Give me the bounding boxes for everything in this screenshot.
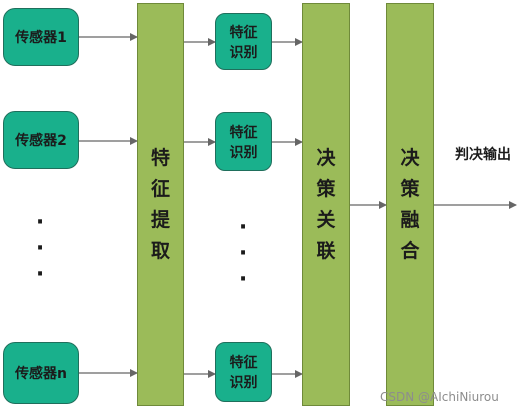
decision-fusion-label: 决 策 融 合 <box>400 146 420 262</box>
decision-association-block: 决 策 关 联 <box>302 3 350 406</box>
feature-recognition-2-node: 特征 识别 <box>215 112 272 171</box>
sensor-1-node: 传感器1 <box>3 8 79 66</box>
feature-extraction-label: 特 征 提 取 <box>150 146 170 262</box>
watermark: CSDN @AIchiNiurou <box>380 390 499 404</box>
feature-recognition-1-label: 特征 识别 <box>229 24 258 61</box>
output-label: 判决输出 <box>455 147 511 163</box>
recognition-ellipsis: · · · <box>238 215 248 292</box>
decision-fusion-block: 决 策 融 合 <box>386 3 434 406</box>
feature-recognition-n-label: 特征 识别 <box>229 355 258 391</box>
sensor-n-label: 传感器n <box>15 366 67 382</box>
sensor-ellipsis: · · · <box>35 210 45 287</box>
feature-recognition-2-label: 特征 识别 <box>229 124 258 161</box>
feature-extraction-block: 特 征 提 取 <box>137 3 184 406</box>
decision-association-label: 决 策 关 联 <box>316 146 336 262</box>
sensor-n-node: 传感器n <box>3 342 79 404</box>
sensor-2-label: 传感器2 <box>15 133 67 149</box>
feature-recognition-1-node: 特征 识别 <box>215 13 272 70</box>
feature-recognition-n-node: 特征 识别 <box>215 342 272 402</box>
sensor-1-label: 传感器1 <box>15 30 67 46</box>
sensor-2-node: 传感器2 <box>3 111 79 169</box>
